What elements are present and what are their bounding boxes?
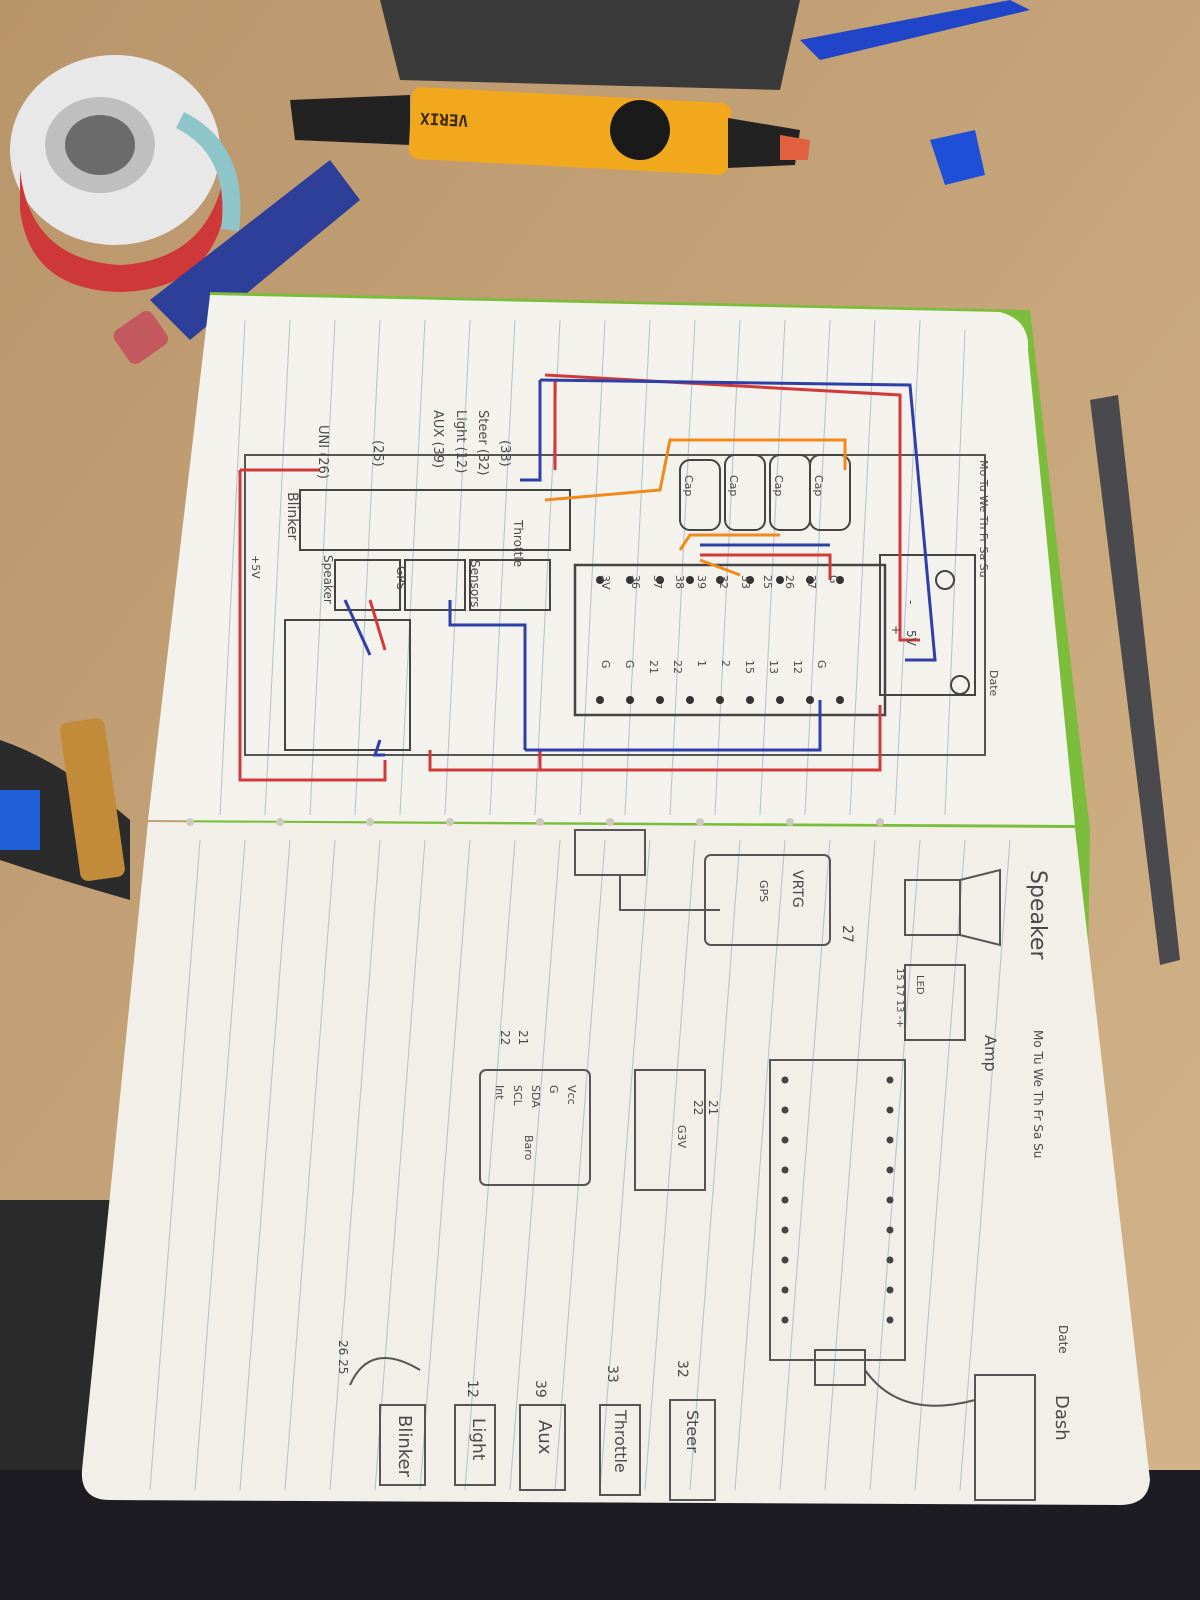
left-header-days: Mo Tu We Th Fr Sa Su [977,460,990,578]
cap-label-0: Cap [682,475,695,497]
blinker-label: Blinker [284,492,300,541]
right-header-days: Mo Tu We Th Fr Sa Su [1031,1030,1045,1159]
device-top [380,0,800,90]
imu-pin-scl: SCL [511,1085,524,1106]
legend-num-throttle: 33 [604,1365,620,1383]
esp-pin-32: 32 [717,575,730,589]
capacitor-icons [679,454,851,531]
connector-boxes [284,489,571,751]
wire-orange [544,438,847,577]
accel-label-21: 21 [706,1100,720,1116]
esp-pin-g3: G [815,660,828,669]
imu-label: Baro [522,1135,535,1161]
legend-num-aux: 39 [532,1380,548,1398]
gps-module-label: VRTG [789,870,805,908]
esp-pin-38: 38 [673,575,686,589]
esp-pin-27: 27 [805,575,818,589]
tape-icon [930,130,985,185]
v-label-plus: + [889,625,903,636]
left-header-date: Date [987,670,1000,697]
legend-num-light: 12 [464,1380,480,1398]
tube-icon [113,160,360,364]
accel-label-g3v: G3V [675,1125,688,1149]
imu-side-22: 22 [498,1030,512,1046]
plus5v-label: +5V [249,555,262,579]
speaker-box-label: Speaker [321,555,335,604]
cap-label-2: Cap [772,475,785,497]
imu-pin-sda: SDA [529,1085,542,1108]
imu-pin-g: G [547,1085,560,1094]
page-left-diagram [148,295,1075,825]
pen-grey-icon [1090,395,1180,965]
throttle-label: Throttle [511,520,525,568]
legend-label-light: Light [468,1418,488,1461]
esp-pin-26: 26 [783,575,796,589]
esp-pin-15: 15 [743,660,756,674]
esp-pin-25: 25 [761,575,774,589]
pin-label-5: (33) [497,440,512,467]
breadboard-outline [244,454,986,756]
power-terminal [879,554,976,696]
pin-label-0: UNI (26) [315,425,330,479]
legend-num-blinker: 26 25 [336,1340,350,1375]
esp-pin-12: 12 [791,660,804,674]
esp-pin-3v: 3V [599,575,612,590]
legend-label-aux: Aux [534,1420,555,1455]
gps-label: GPS [757,880,770,903]
esp-pin-21: 21 [647,660,660,674]
esp-pin-2: 2 [719,660,732,667]
v-label-minus: - [904,600,918,605]
accel-label-22: 22 [691,1100,705,1116]
pen-blue-icon [800,0,1030,60]
cap-label-3: Cap [812,475,825,497]
right-header-date: Date [1056,1325,1070,1354]
imu-pin-vcc: Vcc [565,1085,578,1105]
marker-icon [290,87,810,175]
esp-pin-1: 1 [695,660,708,667]
legend-label-steer: Steer [683,1410,702,1453]
legend-num-steer: 32 [674,1360,690,1378]
esp-pin-22: 22 [671,660,684,674]
pin-label-2: AUX (39) [430,410,445,469]
legend-label-throttle: Throttle [611,1410,630,1473]
cable-bundle-icon [0,718,130,900]
led-pins-label: 15 17 13 -+ [894,968,905,1028]
esp-pin-g2: G [623,660,636,669]
dash-label: Dash [1051,1395,1072,1441]
imu-side-21: 21 [516,1030,530,1046]
esp-pin-13: 13 [767,660,780,674]
amp-label: Amp [981,1035,1000,1072]
esp32-board [573,563,887,717]
cap-label-1: Cap [727,475,740,497]
esp32-pins [596,576,844,704]
gps-pin-label: 27 [839,925,855,943]
esp-pin-39: 39 [695,575,708,589]
right-title-speaker: Speaker [1025,870,1050,960]
led-label: LED [914,975,925,995]
esp-pin-g1: G [599,660,612,669]
wire-blue [343,378,937,757]
page-right-diagram [81,822,1150,1505]
legend-label-blinker: Blinker [394,1415,415,1478]
pin-label-1: (25) [370,440,385,467]
rule-lines-right [149,839,1011,1491]
v-label-5v: 5V [904,630,918,646]
pin-label-3: Light (12) [453,410,468,474]
esp-pin-36: 36 [629,575,642,589]
sensors-box-label: Sensors [468,560,482,608]
wire-spool-icon [10,55,241,292]
wire-red [238,373,920,782]
esp-pin-g-left: G [827,575,840,584]
spine-holes [186,818,884,826]
esp-pin-37: 37 [651,575,664,589]
right-page-sketches [349,829,1036,1501]
pin-label-4: Steer (32) [475,410,490,476]
big-esp32-pins [781,1076,894,1324]
gps-box-label: GPS [394,566,408,591]
imu-pin-int: Int [493,1085,506,1100]
esp-pin-33: 33 [739,575,752,589]
marker-brand: VERIX [419,108,469,131]
